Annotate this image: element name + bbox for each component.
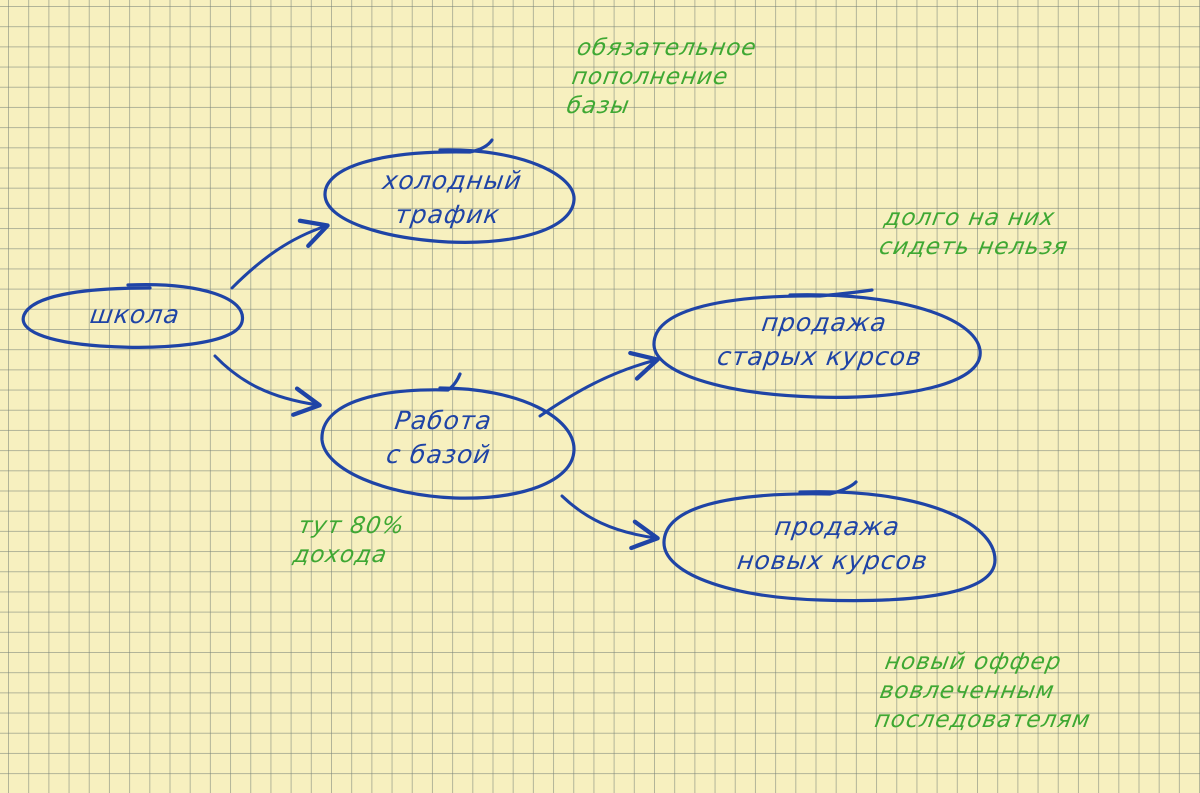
node-cold-traffic-outline <box>323 138 576 244</box>
node-work-with-base-outline <box>320 372 576 500</box>
note-mandatory-base-line1: обязательное <box>574 35 759 61</box>
note-new-offer-line2: вовлеченным <box>877 678 1057 704</box>
arrow-school-to-work-with-base <box>213 354 322 417</box>
node-cold-traffic-line1: холодный <box>380 166 524 195</box>
note-new-offer-line3: последователям <box>872 707 1093 733</box>
node-sell-new-courses-line2: новых курсов <box>735 546 930 575</box>
node-sell-old-courses-outline <box>652 288 982 399</box>
note-mandatory-base-line3: базы <box>564 93 632 119</box>
node-sell-new-courses-outline <box>662 480 997 603</box>
node-work-with-base-line1: Работа <box>392 406 494 435</box>
note-income-share-line2: дохода <box>291 542 390 568</box>
note-new-offer-line1: новый оффер <box>882 649 1064 675</box>
node-sell-old-courses-label: продажа старых курсов <box>677 306 967 374</box>
node-cold-traffic-label: холодный трафик <box>345 164 555 232</box>
node-sell-new-courses-line1: продажа <box>772 512 902 541</box>
node-school-label: школа <box>68 298 203 332</box>
note-cannot-stay-long-line2: сидеть нельзя <box>877 234 1071 260</box>
node-school-outline <box>21 283 245 349</box>
note-cannot-stay-long-line1: долго на них <box>882 205 1058 231</box>
arrow-school-to-cold-traffic <box>230 218 330 290</box>
note-mandatory-base: обязательное пополнение базы <box>564 34 759 121</box>
node-sell-old-courses-line2: старых курсов <box>715 342 924 371</box>
node-school-text: школа <box>88 300 182 329</box>
node-sell-old-courses-line1: продажа <box>759 308 889 337</box>
node-cold-traffic-line2: трафик <box>393 200 502 229</box>
arrow-base-to-old-courses <box>538 350 660 418</box>
arrow-base-to-new-courses <box>560 494 660 551</box>
node-work-with-base-line2: с базой <box>384 440 493 469</box>
note-cannot-stay-long: долго на них сидеть нельзя <box>877 204 1076 262</box>
note-mandatory-base-line2: пополнение <box>569 64 731 90</box>
note-income-share-line1: тут 80% <box>296 513 407 539</box>
note-new-offer: новый оффер вовлеченным последователям <box>872 648 1103 735</box>
node-sell-new-courses-label: продажа новых курсов <box>685 510 985 578</box>
node-work-with-base-label: Работа с базой <box>341 404 541 472</box>
note-income-share: тут 80% дохода <box>291 512 407 570</box>
